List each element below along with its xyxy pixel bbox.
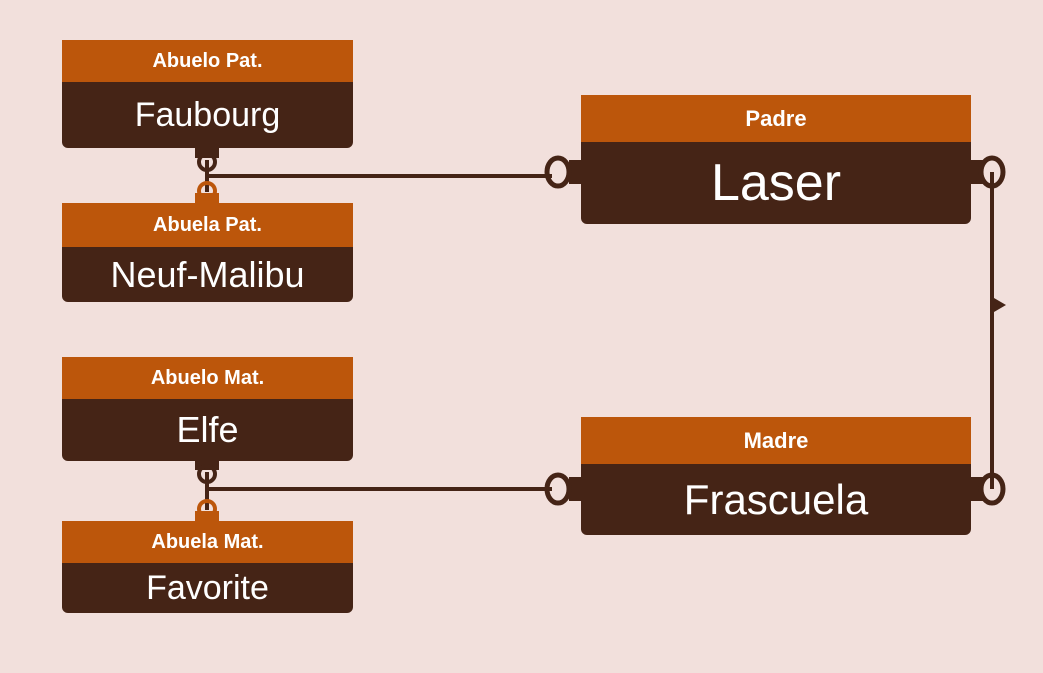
node-role-label: Padre [581,95,971,142]
port-abuela-pat-top [195,181,219,203]
node-role-label: Abuelo Mat. [62,357,353,399]
node-role-label: Abuelo Pat. [62,40,353,82]
node-role-label: Abuela Pat. [62,203,353,247]
node-abuelo-paterno[interactable]: Abuelo Pat. Faubourg [62,40,353,148]
node-horse-name: Laser [581,142,971,224]
node-horse-name: Favorite [62,563,353,613]
node-horse-name: Faubourg [62,82,353,148]
port-madre-left [544,472,581,506]
port-padre-left [544,155,581,189]
node-abuelo-materno[interactable]: Abuelo Mat. Elfe [62,357,353,461]
port-padre-right [971,155,1006,189]
node-madre[interactable]: Madre Frascuela [581,417,971,535]
port-abuela-mat-top [195,499,219,521]
port-abuelo-mat-bottom [195,460,219,484]
node-horse-name: Neuf-Malibu [62,247,353,302]
node-padre[interactable]: Padre Laser [581,95,971,224]
node-horse-name: Frascuela [581,464,971,535]
node-abuela-paterna[interactable]: Abuela Pat. Neuf-Malibu [62,203,353,302]
node-role-label: Abuela Mat. [62,521,353,563]
port-madre-right [971,472,1006,506]
port-abuelo-pat-bottom [195,148,219,172]
node-abuela-materna[interactable]: Abuela Mat. Favorite [62,521,353,613]
node-horse-name: Elfe [62,399,353,461]
flow-arrow-icon [994,298,1006,312]
node-role-label: Madre [581,417,971,464]
